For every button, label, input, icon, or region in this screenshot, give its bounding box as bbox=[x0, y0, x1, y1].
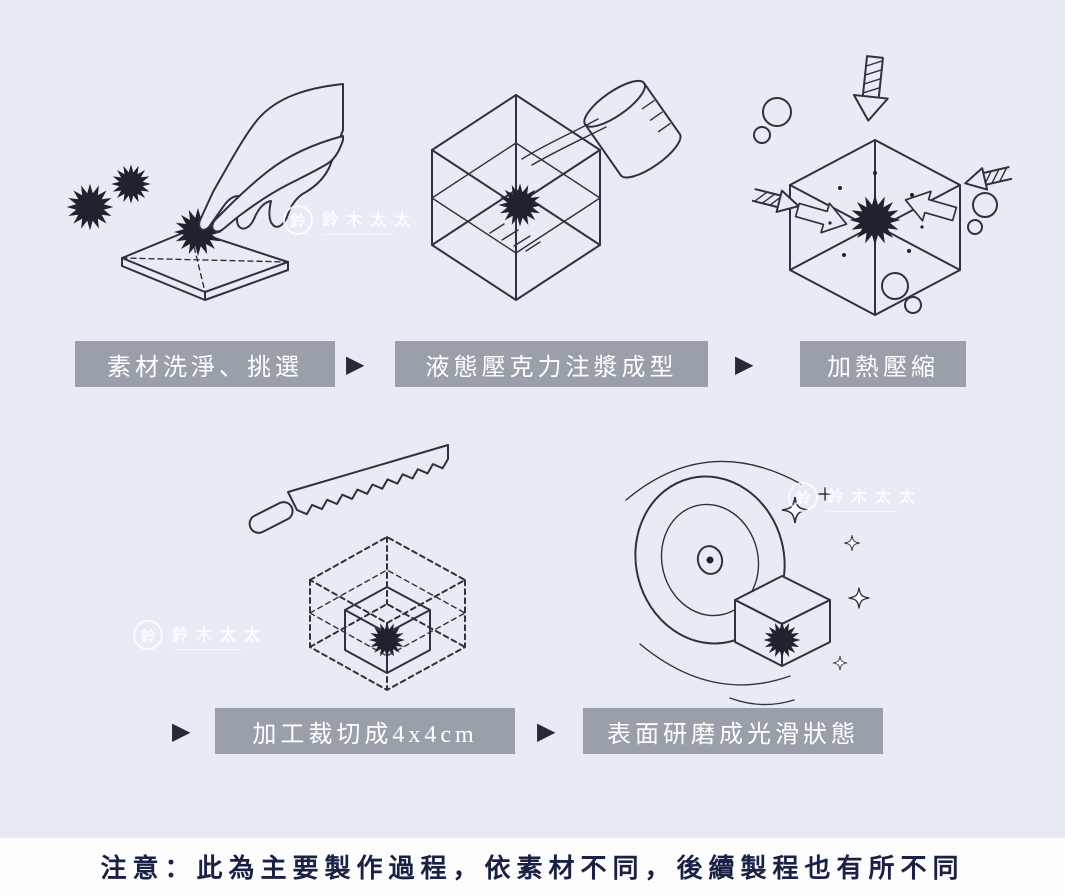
flow-arrow-icon: ▶ bbox=[346, 350, 365, 378]
pour-stream bbox=[521, 118, 607, 166]
brand-tagline-rule bbox=[172, 648, 244, 650]
step-label-5: 表面研磨成光滑狀態 bbox=[583, 708, 883, 754]
step2-illustration-casting bbox=[431, 79, 682, 301]
hatch-shading bbox=[489, 223, 541, 252]
inward-arrow-icon bbox=[794, 202, 848, 234]
brand-name: 鈴木太太 bbox=[322, 211, 419, 229]
brand-watermark: 鈴 鈴木太太 bbox=[133, 620, 268, 650]
step4-illustration-cutting bbox=[248, 444, 466, 691]
press-arrow-icon bbox=[852, 55, 889, 122]
note-text: 注意：此為主要製作過程，依素材不同，後續製程也有所不同 bbox=[100, 854, 965, 883]
urchin-in-cube-icon bbox=[369, 622, 405, 658]
brand-logo-icon: 鈴 bbox=[788, 482, 818, 512]
motion-arc bbox=[625, 460, 802, 706]
brand-tagline-rule bbox=[827, 510, 899, 512]
step-label-1-text: 素材洗淨、挑選 bbox=[107, 354, 303, 381]
brand-name: 鈴木太太 bbox=[172, 626, 269, 644]
saw-icon bbox=[248, 444, 449, 534]
flow-arrow-icon: ▶ bbox=[537, 717, 556, 745]
measuring-cup-icon bbox=[583, 79, 682, 179]
steam-cloud-icon bbox=[753, 97, 998, 314]
compression-cube bbox=[789, 139, 961, 316]
brand-logo-glyph: 鈴 bbox=[140, 628, 156, 645]
side-press-arrow-icon bbox=[964, 166, 1012, 191]
step1-illustration-material-selection bbox=[66, 83, 344, 301]
step-label-2-text: 液態壓克力注漿成型 bbox=[425, 354, 678, 381]
flow-arrow-icon: ▶ bbox=[735, 350, 754, 378]
urchin-in-cube-icon bbox=[763, 621, 801, 659]
step-label-4-text: 加工裁切成4x4cm bbox=[252, 721, 478, 748]
brand-watermark: 鈴 鈴木太太 bbox=[788, 482, 923, 512]
brand-logo-icon: 鈴 bbox=[133, 620, 163, 650]
side-press-arrow-icon bbox=[752, 188, 800, 213]
urchin-icon bbox=[111, 164, 151, 204]
hand-icon bbox=[198, 83, 344, 233]
compressed-urchin-icon bbox=[849, 194, 901, 246]
inward-arrow-icon bbox=[904, 190, 958, 222]
brand-tagline-rule bbox=[322, 233, 394, 235]
flow-arrow-icon: ▶ bbox=[172, 717, 191, 745]
brand-name: 鈴木太太 bbox=[827, 488, 924, 506]
debris-dots bbox=[828, 171, 924, 257]
brand-watermark-text: 鈴木太太 bbox=[172, 621, 268, 650]
brand-watermark-text: 鈴木太太 bbox=[827, 483, 923, 512]
step5-illustration-polishing bbox=[625, 460, 871, 706]
step3-illustration-heat-compression bbox=[752, 55, 1012, 316]
note-bar: 注意：此為主要製作過程，依素材不同，後續製程也有所不同 bbox=[0, 838, 1065, 895]
step-label-2: 液態壓克力注漿成型 bbox=[395, 341, 708, 387]
urchin-in-mold-icon bbox=[498, 183, 542, 227]
step-label-3-text: 加熱壓縮 bbox=[827, 354, 939, 381]
dashed-cutting-guide-cube bbox=[309, 536, 466, 691]
step-label-3: 加熱壓縮 bbox=[800, 341, 966, 387]
sparkle-icon bbox=[781, 487, 871, 671]
mold-cube bbox=[431, 94, 601, 301]
brand-watermark-text: 鈴木太太 bbox=[322, 206, 418, 235]
urchin-icon bbox=[66, 183, 114, 231]
step-label-1: 素材洗淨、挑選 bbox=[75, 341, 335, 387]
brand-watermark: 鈴 鈴木太太 bbox=[283, 205, 418, 235]
brand-logo-glyph: 鈴 bbox=[290, 213, 306, 230]
brand-logo-icon: 鈴 bbox=[283, 205, 313, 235]
brand-logo-glyph: 鈴 bbox=[795, 490, 811, 507]
step-label-5-text: 表面研磨成光滑狀態 bbox=[607, 721, 859, 748]
step-label-4: 加工裁切成4x4cm bbox=[215, 708, 515, 754]
